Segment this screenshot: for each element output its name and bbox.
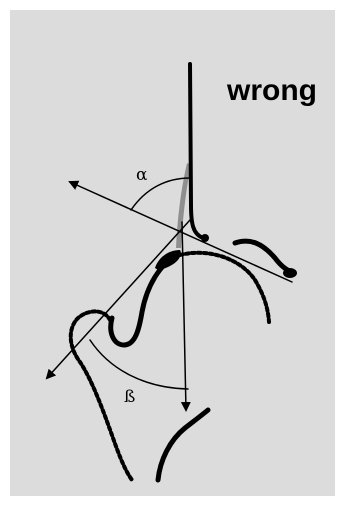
femur-shaft-curve: [155, 407, 211, 483]
beta-label: ß: [124, 387, 135, 407]
junction-blob: [155, 250, 181, 270]
pelvis-dotted-curve: [68, 309, 134, 482]
acetabulum-outline: [108, 252, 179, 348]
femoral-head-dotted-arc: [178, 250, 271, 324]
gray-shaded-region: [176, 163, 191, 248]
vertical-shaft-line: [188, 62, 205, 240]
labrum-blob: [283, 268, 297, 278]
shaft-end-cap: [201, 234, 209, 242]
alpha-angle-arc: [130, 177, 191, 211]
diagram-title: wrong: [226, 74, 317, 107]
beta-axis-arrow: [45, 219, 191, 380]
alpha-label: α: [136, 165, 148, 185]
beta-angle-arc: [89, 339, 189, 390]
alpha-axis-arrow: [68, 180, 293, 283]
